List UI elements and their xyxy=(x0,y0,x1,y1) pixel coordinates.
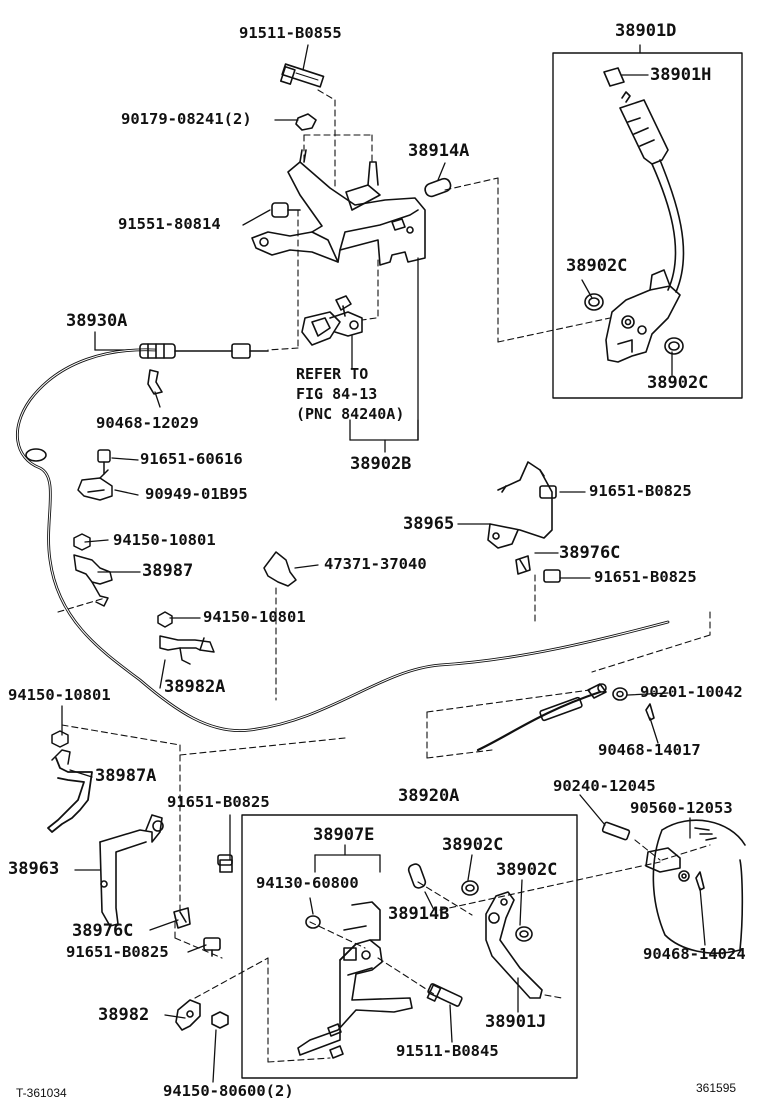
label-38907e: 38907E xyxy=(313,825,375,845)
label-90468-14024: 90468-14024 xyxy=(643,945,746,963)
label-91651-b0825-c: 91651-B0825 xyxy=(167,793,270,811)
label-38976c-a: 38976C xyxy=(559,543,621,563)
label-90179-08241: 90179-08241(2) xyxy=(121,110,252,128)
label-38976c-b: 38976C xyxy=(72,921,134,941)
label-38987a: 38987A xyxy=(95,766,157,786)
label-90240-12045: 90240-12045 xyxy=(553,777,656,795)
footer-left-code: T-361034 xyxy=(16,1086,67,1100)
label-91551-80814: 91551-80814 xyxy=(118,215,221,233)
label-38982a: 38982A xyxy=(164,677,226,697)
bracket-38963 xyxy=(99,814,233,1031)
refer-note: REFER TO FIG 84-13 (PNC 84240A) xyxy=(296,365,405,423)
label-38987: 38987 xyxy=(142,561,194,581)
label-38963: 38963 xyxy=(8,859,60,879)
label-90468-14017: 90468-14017 xyxy=(598,741,701,759)
label-38914a: 38914A xyxy=(408,141,470,161)
label-38902c-top2: 38902C xyxy=(647,373,709,393)
label-38902c-b2: 38902C xyxy=(496,860,558,880)
left-clamps xyxy=(47,449,297,833)
label-94150-10801-a: 94150-10801 xyxy=(113,531,216,549)
label-91651-60616: 91651-60616 xyxy=(140,450,243,468)
upper-bracket xyxy=(251,63,452,346)
label-90468-12029: 90468-12029 xyxy=(96,414,199,432)
label-94130-60800: 94130-60800 xyxy=(256,874,359,892)
label-90949-01b95: 90949-01B95 xyxy=(145,485,248,503)
solid-leaders xyxy=(61,44,706,1083)
label-38920a: 38920A xyxy=(398,786,460,806)
label-91511-b0845: 91511-B0845 xyxy=(396,1042,499,1060)
label-38914b: 38914B xyxy=(388,904,450,924)
label-90560-12053: 90560-12053 xyxy=(630,799,733,817)
lower-bracket-38920a xyxy=(297,863,543,1059)
dashed-leaders xyxy=(57,89,711,1063)
label-38901j: 38901J xyxy=(485,1012,547,1032)
label-38902c-b1: 38902C xyxy=(442,835,504,855)
label-47371-37040: 47371-37040 xyxy=(324,555,427,573)
label-90201-10042: 90201-10042 xyxy=(640,683,743,701)
frame-38920a xyxy=(241,814,578,1079)
label-38965: 38965 xyxy=(403,514,455,534)
label-38982: 38982 xyxy=(98,1005,150,1025)
label-91651-b0825-b: 91651-B0825 xyxy=(594,568,697,586)
label-38902c-top1: 38902C xyxy=(566,256,628,276)
label-38902b: 38902B xyxy=(350,454,412,474)
footer-right-code: 361595 xyxy=(696,1081,737,1095)
bracket-38965 xyxy=(487,461,561,583)
label-94150-10801-c: 94150-10801 xyxy=(8,686,111,704)
cable-end-right xyxy=(476,683,746,954)
label-38901d: 38901D xyxy=(615,21,677,41)
parking-brake-cables xyxy=(15,343,670,733)
label-91511-b0855: 91511-B0855 xyxy=(239,24,342,42)
label-38930a: 38930A xyxy=(66,311,128,331)
label-38901h: 38901H xyxy=(650,65,712,85)
label-91651-b0825-d: 91651-B0825 xyxy=(66,943,169,961)
frame-38901d xyxy=(552,52,743,399)
label-94150-80600: 94150-80600(2) xyxy=(163,1082,294,1100)
label-91651-b0825-a: 91651-B0825 xyxy=(589,482,692,500)
lever-38901d xyxy=(584,67,685,363)
label-94150-10801-b: 94150-10801 xyxy=(203,608,306,626)
